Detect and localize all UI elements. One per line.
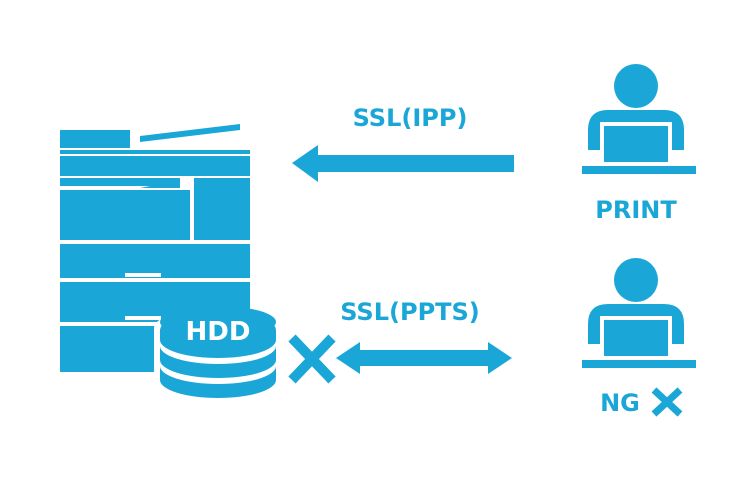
ng-cross-icon	[651, 387, 683, 417]
cross-icon	[288, 334, 336, 384]
ng-result-label: NG	[600, 389, 640, 417]
ppts-double-arrow	[336, 342, 512, 374]
hdd-label: HDD	[186, 317, 251, 347]
ppts-protocol-label: SSL(PPTS)	[340, 298, 480, 326]
user-at-laptop-icon	[582, 64, 696, 174]
hdd-database-icon	[154, 306, 282, 400]
user-at-laptop-icon-bottom	[582, 258, 696, 368]
print-result-label: PRINT	[595, 196, 677, 224]
ipp-arrow	[292, 145, 514, 182]
ipp-protocol-label: SSL(IPP)	[353, 104, 468, 132]
